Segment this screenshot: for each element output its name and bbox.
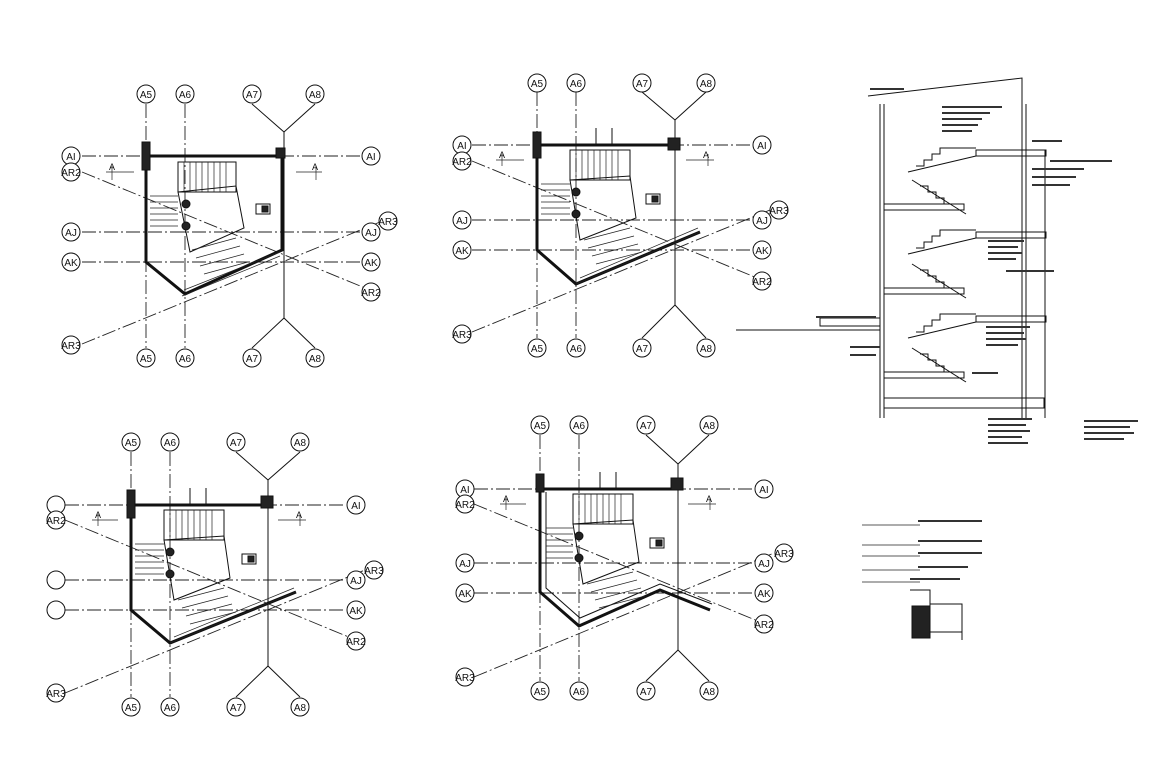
grid-label-a7: A7 bbox=[230, 438, 243, 449]
grid-label-a7: A7 bbox=[636, 79, 649, 90]
grid-bubbles-plan-4: A5 A6 A7 A8 A5 A6 A7 A8 AI AR2 AJ AK AR3… bbox=[455, 415, 794, 701]
grid-label-a8: A8 bbox=[703, 421, 716, 432]
grid-label-a5: A5 bbox=[125, 703, 138, 714]
grid-label-a8: A8 bbox=[703, 687, 716, 698]
section-mark-a: A bbox=[312, 162, 318, 172]
stair-plan-4: A A bbox=[473, 434, 775, 682]
section-mark-a: A bbox=[296, 510, 302, 520]
section-mark-a: A bbox=[503, 494, 509, 504]
grid-label-ar2: AR2 bbox=[361, 288, 381, 299]
grid-label-a8: A8 bbox=[700, 79, 713, 90]
section-mark-a: A bbox=[706, 494, 712, 504]
grid-label-a7: A7 bbox=[640, 687, 653, 698]
grid-label-ar3: AR3 bbox=[61, 341, 81, 352]
grid-label-aj: AJ bbox=[365, 228, 377, 239]
grid-label-a8: A8 bbox=[309, 354, 322, 365]
grid-label-a5: A5 bbox=[125, 438, 138, 449]
tread-detail bbox=[862, 520, 982, 640]
grid-label-ar3: AR3 bbox=[774, 549, 794, 560]
grid-label-ak: AK bbox=[64, 258, 78, 269]
grid-label-ai: AI bbox=[759, 485, 768, 496]
stair-plan-3: A A bbox=[64, 451, 366, 698]
grid-label-ak: AK bbox=[349, 606, 363, 617]
grid-label-a8: A8 bbox=[294, 438, 307, 449]
grid-label-a6: A6 bbox=[570, 344, 583, 355]
section-mark-a: A bbox=[703, 150, 709, 160]
grid-label-a6: A6 bbox=[179, 354, 192, 365]
grid-label-a5: A5 bbox=[531, 79, 544, 90]
grid-label-ar3: AR3 bbox=[378, 217, 398, 228]
grid-label-a7: A7 bbox=[640, 421, 653, 432]
grid-label-aj: AJ bbox=[758, 559, 770, 570]
grid-label-aj: AJ bbox=[459, 559, 471, 570]
section-mark-a: A bbox=[499, 150, 505, 160]
grid-label-ai: AI bbox=[460, 485, 469, 496]
stair-plan-1: A A bbox=[81, 103, 381, 349]
grid-label-aj: AJ bbox=[65, 228, 77, 239]
grid-label-a7: A7 bbox=[246, 354, 259, 365]
grid-label-ar2: AR2 bbox=[61, 168, 81, 179]
section-mark-a: A bbox=[95, 510, 101, 520]
grid-label-ar2: AR2 bbox=[46, 516, 66, 527]
grid-label-a7: A7 bbox=[636, 344, 649, 355]
grid-label-aj: AJ bbox=[756, 216, 768, 227]
grid-label-ar2: AR2 bbox=[452, 157, 472, 168]
grid-label-a6: A6 bbox=[573, 421, 586, 432]
grid-label-ak: AK bbox=[757, 589, 771, 600]
grid-bubbles-plan-2: A5 A6 A7 A8 A5 A6 A7 A8 AI AR2 AJ AK AR3… bbox=[452, 73, 789, 358]
grid-label-ai: AI bbox=[457, 141, 466, 152]
grid-label-ar2: AR2 bbox=[752, 277, 772, 288]
grid-label-a5: A5 bbox=[534, 687, 547, 698]
grid-label-a7: A7 bbox=[230, 703, 243, 714]
grid-label-a8: A8 bbox=[309, 90, 322, 101]
grid-label-a6: A6 bbox=[164, 703, 177, 714]
grid-bubbles-plan-3: A5 A6 A7 A8 A5 A6 A7 A8 AR2 AR3 AI AR3 A… bbox=[46, 432, 384, 717]
grid-bubbles-plan-1: A5 A6 A7 A8 A5 A6 A7 A8 AI AR2 AJ AK AR3… bbox=[61, 84, 398, 368]
grid-label-ai: AI bbox=[757, 141, 766, 152]
grid-label-a5: A5 bbox=[531, 344, 544, 355]
grid-label-ar3: AR3 bbox=[455, 673, 475, 684]
grid-label-ar3: AR3 bbox=[46, 689, 66, 700]
grid-label-ak: AK bbox=[364, 258, 378, 269]
grid-label-a6: A6 bbox=[179, 90, 192, 101]
grid-label-a8: A8 bbox=[294, 703, 307, 714]
grid-label-ai: AI bbox=[366, 152, 375, 163]
section-mark-a: A bbox=[109, 162, 115, 172]
grid-label-a8: A8 bbox=[700, 344, 713, 355]
grid-label-ar2: AR2 bbox=[455, 500, 475, 511]
stair-section bbox=[736, 77, 1138, 444]
grid-label-ar3: AR3 bbox=[452, 330, 472, 341]
grid-label-aj: AJ bbox=[350, 576, 362, 587]
stair-plan-2: A A bbox=[471, 91, 771, 339]
grid-label-ak: AK bbox=[455, 246, 469, 257]
grid-label-ak: AK bbox=[458, 589, 472, 600]
section-annotations bbox=[816, 88, 1138, 444]
grid-label-ar2: AR2 bbox=[754, 620, 774, 631]
grid-label-ai: AI bbox=[66, 152, 75, 163]
grid-label-a6: A6 bbox=[570, 79, 583, 90]
grid-label-ar3: AR3 bbox=[364, 566, 384, 577]
grid-label-a5: A5 bbox=[140, 354, 153, 365]
grid-label-a5: A5 bbox=[140, 90, 153, 101]
grid-label-ak: AK bbox=[755, 246, 769, 257]
grid-label-a7: A7 bbox=[246, 90, 259, 101]
grid-label-ar2: AR2 bbox=[346, 637, 366, 648]
grid-bubble-empty bbox=[46, 570, 66, 590]
grid-label-a6: A6 bbox=[164, 438, 177, 449]
grid-label-aj: AJ bbox=[456, 216, 468, 227]
grid-label-ai: AI bbox=[351, 501, 360, 512]
grid-bubble-empty bbox=[46, 600, 66, 620]
grid-label-a6: A6 bbox=[573, 687, 586, 698]
grid-label-ar3: AR3 bbox=[769, 206, 789, 217]
grid-label-a5: A5 bbox=[534, 421, 547, 432]
